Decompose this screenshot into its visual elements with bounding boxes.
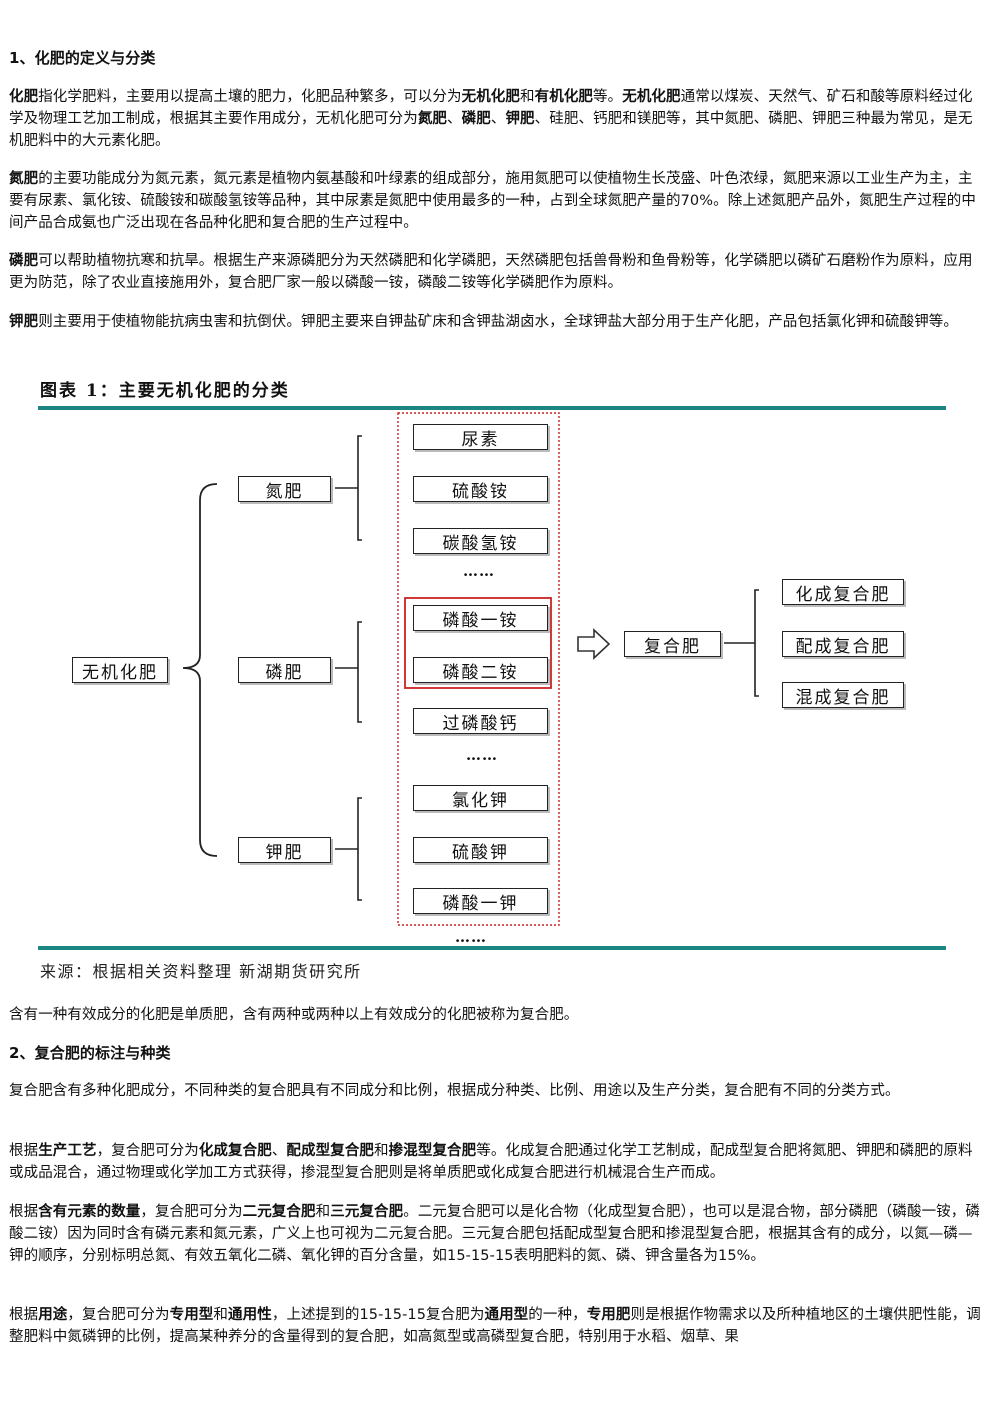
ellipsis: …… [455, 928, 487, 946]
text-run: 、 [490, 111, 506, 127]
text-run: 的一种， [528, 1307, 587, 1323]
section1-paragraph: 氮肥的主要功能成分为氮元素，氮元素是植物内氨基酸和叶绿素的组成部分，施用氮肥可以… [9, 168, 981, 234]
text-run: 等。 [593, 89, 623, 105]
text-run: 、 [447, 111, 462, 127]
section2-heading: 2、复合肥的标注与种类 [9, 1044, 171, 1062]
bold-term: 钾肥 [9, 314, 39, 330]
section2-paragraph: 根据生产工艺，复合肥可分为化成复合肥、配成型复合肥和掺混型复合肥等。化成复合肥通… [9, 1140, 981, 1184]
item-box: 氯化钾 [413, 785, 548, 811]
text-run: 指化学肥料，主要用以提高土壤的肥力，化肥品种繁多，可以分为 [38, 89, 462, 105]
arrow-icon [577, 628, 611, 660]
bold-term: 含有元素的数量 [38, 1204, 141, 1220]
section1-paragraph: 磷肥可以帮助植物抗寒和抗旱。根据生产来源磷肥分为天然磷肥和化学磷肥，天然磷肥包括… [9, 250, 981, 294]
item-box: 过磷酸钙 [413, 708, 548, 734]
text-run: 则主要用于使植物能抗病虫害和抗倒伏。钾肥主要来自钾盐矿床和含钾盐湖卤水，全球钾盐… [38, 314, 958, 330]
bold-term: 化成复合肥 [198, 1143, 272, 1159]
item-box: 碳酸氢铵 [413, 528, 548, 554]
bold-term: 通用型 [484, 1307, 529, 1323]
bold-term: 二元复合肥 [242, 1204, 316, 1220]
compound-type-box: 配成复合肥 [782, 631, 904, 657]
bold-term: 专用型 [169, 1307, 214, 1323]
section2-paragraph: 根据含有元素的数量，复合肥可分为二元复合肥和三元复合肥。二元复合肥可以是化合物（… [9, 1201, 981, 1267]
text-run: 根据 [9, 1143, 39, 1159]
figure-top-rule [38, 406, 946, 410]
item-box: 磷酸一铵 [413, 605, 548, 631]
section1-heading: 1、化肥的定义与分类 [9, 49, 156, 67]
compound-type-box: 混成复合肥 [782, 682, 904, 708]
item-box: 磷酸一钾 [413, 888, 548, 914]
compound-node-box: 复合肥 [624, 631, 721, 657]
bold-term: 磷肥 [461, 111, 491, 127]
text-run: 复合肥含有多种化肥成分，不同种类的复合肥具有不同成分和比例，根据成分种类、比例、… [9, 1083, 900, 1099]
bold-term: 钾肥 [505, 111, 535, 127]
after-figure-paragraph: 含有一种有效成分的化肥是单质肥，含有两种或两种以上有效成分的化肥被称为复合肥。 [9, 1007, 579, 1023]
nitrogen-node-box: 氮肥 [238, 476, 331, 502]
text-run: 和 [374, 1143, 389, 1159]
section2-paragraph: 复合肥含有多种化肥成分，不同种类的复合肥具有不同成分和比例，根据成分种类、比例、… [9, 1080, 981, 1102]
bold-term: 无机化肥 [622, 89, 681, 105]
highlight-frame [404, 597, 552, 689]
section1-paragraph: 钾肥则主要用于使植物能抗病虫害和抗倒伏。钾肥主要来自钾盐矿床和含钾盐湖卤水，全球… [9, 311, 981, 333]
bold-term: 氮肥 [9, 171, 39, 187]
text-run: 则是根据作物需求以及所种植地区的土壤供肥性能，调整肥料中氮磷钾的比例，提高某种养… [9, 1307, 981, 1345]
text-run: 和 [520, 89, 535, 105]
ellipsis: …… [466, 746, 498, 764]
ellipsis: …… [463, 562, 495, 580]
text-run: ，复合肥可分为 [67, 1307, 170, 1323]
text-run: 根据 [9, 1204, 39, 1220]
compound-type-box: 化成复合肥 [782, 579, 904, 605]
text-run: 、硅肥、钙肥和镁肥等，其中氮肥、磷肥、钾肥三种最为常见，是无机肥料中的大元素化肥… [9, 111, 973, 149]
section1-paragraph: 化肥指化学肥料，主要用以提高土壤的肥力，化肥品种繁多，可以分为无机化肥和有机化肥… [9, 86, 981, 152]
figure-bottom-rule [38, 946, 946, 950]
bold-term: 无机化肥 [461, 89, 521, 105]
text-run: 和 [213, 1307, 229, 1323]
bold-term: 有机化肥 [534, 89, 594, 105]
text-run: ，上述提到的15-15-15复合肥为 [271, 1307, 485, 1323]
dotted-frame [397, 412, 560, 926]
item-box: 尿素 [413, 424, 548, 450]
figure-title: 图表 1：主要无机化肥的分类 [40, 381, 290, 401]
potassium-node-box: 钾肥 [238, 837, 331, 863]
bold-term: 掺混型复合肥 [388, 1143, 477, 1159]
text-run: 和 [315, 1204, 331, 1220]
phosphorus-node-box: 磷肥 [238, 657, 331, 683]
bold-term: 磷肥 [9, 253, 39, 269]
section2-paragraph: 根据用途，复合肥可分为专用型和通用性，上述提到的15-15-15复合肥为通用型的… [9, 1304, 981, 1348]
root-node-box: 无机化肥 [72, 657, 168, 683]
bold-term: 专用肥 [586, 1307, 631, 1323]
bold-term: 三元复合肥 [330, 1204, 404, 1220]
bold-term: 通用性 [228, 1307, 272, 1323]
item-box: 磷酸二铵 [413, 657, 548, 683]
bold-term: 氮肥 [417, 111, 448, 127]
text-run: ，复合肥可分为 [140, 1204, 243, 1220]
text-run: 通常以煤炭、天然气、矿石和酸等原料经过化学及物理工艺加工制成，根据其主要作用成分… [9, 89, 973, 127]
bold-term: 化肥 [9, 89, 39, 105]
item-box: 硫酸钾 [413, 837, 548, 863]
bold-term: 生产工艺 [38, 1143, 97, 1159]
text-run: 的主要功能成分为氮元素，氮元素是植物内氨基酸和叶绿素的组成部分，施用氮肥可以使植… [9, 171, 976, 231]
text-run: 等。化成复合肥通过化学工艺制成，配成型复合肥将氮肥、钾肥和磷肥的原料或成品混合，… [9, 1143, 973, 1181]
text-run: 。二元复合肥可以是化合物（化成型复合肥），也可以是混合物，部分磷肥（磷酸一铵，磷… [9, 1204, 980, 1264]
item-box: 硫酸铵 [413, 476, 548, 502]
bold-term: 用途 [38, 1307, 68, 1323]
text-run: 可以帮助植物抗寒和抗旱。根据生产来源磷肥分为天然磷肥和化学磷肥，天然磷肥包括兽骨… [9, 253, 973, 291]
bold-term: 配成型复合肥 [286, 1143, 375, 1159]
text-run: 、 [271, 1143, 287, 1159]
figure-source: 来源：根据相关资料整理 新湖期货研究所 [40, 962, 362, 981]
text-run: 根据 [9, 1307, 39, 1323]
text-run: ，复合肥可分为 [96, 1143, 199, 1159]
